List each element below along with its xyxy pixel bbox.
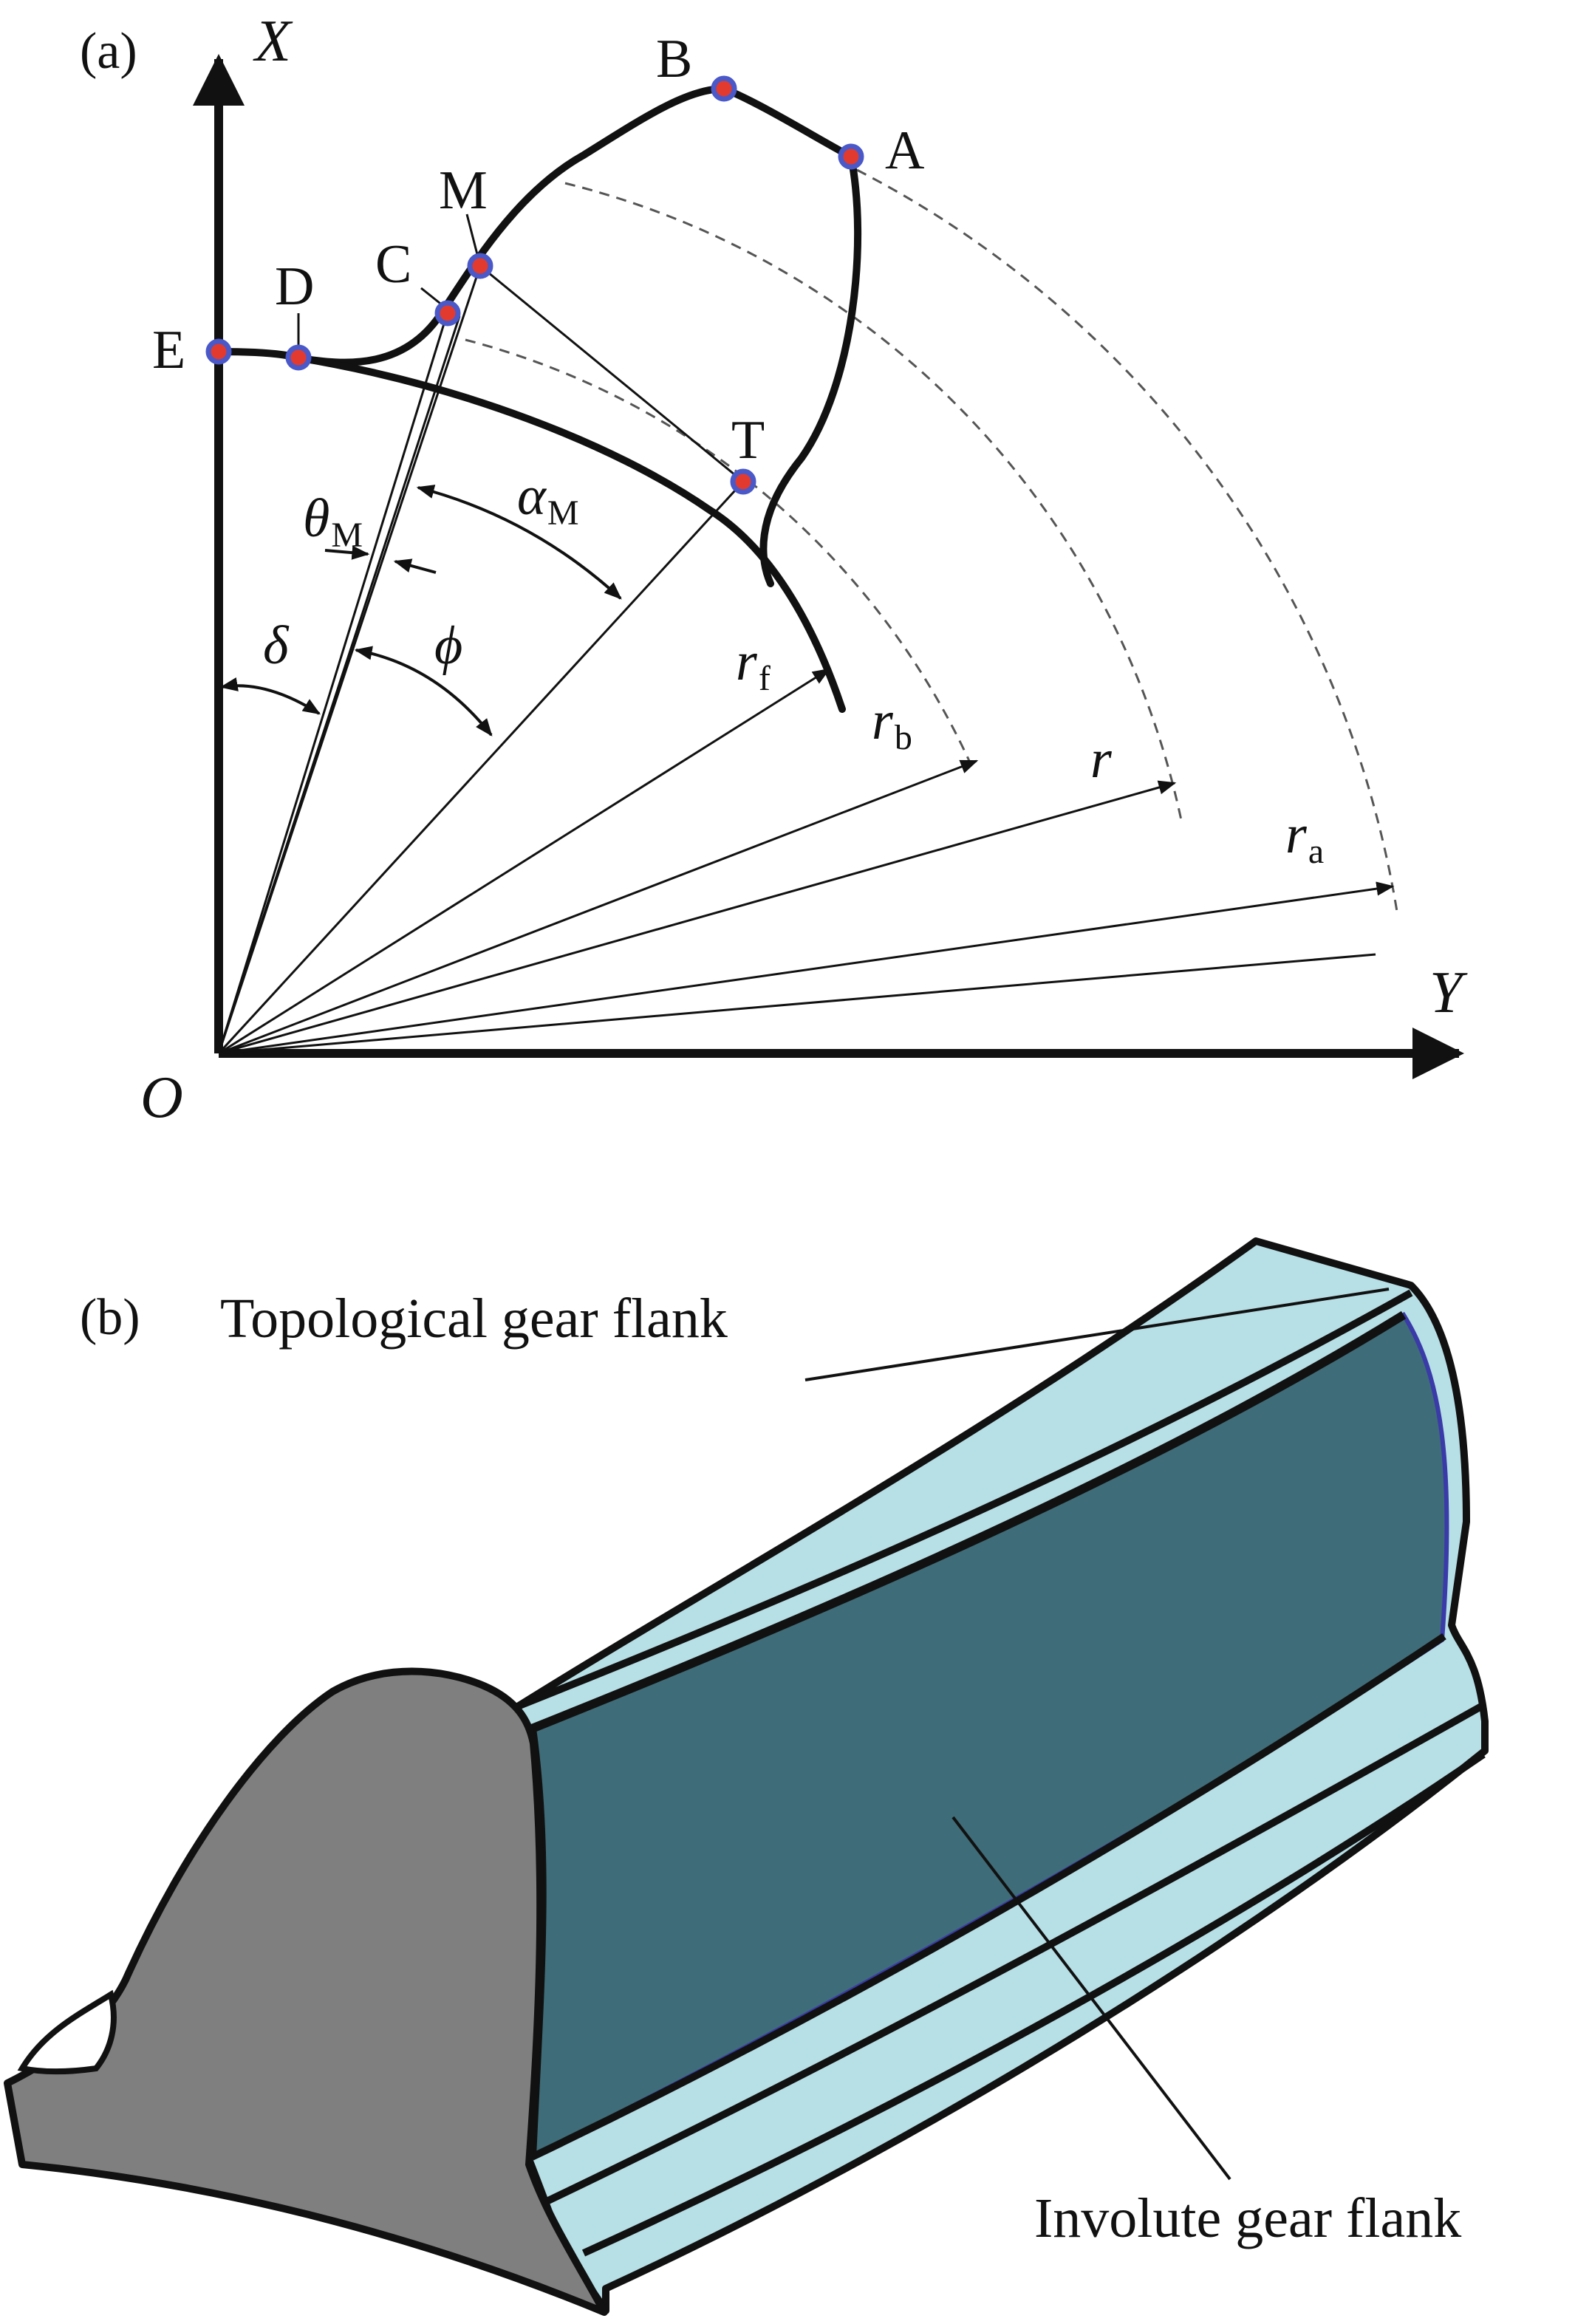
panel-a: (a) X Y O (80, 9, 1468, 1130)
label-c: C (375, 234, 411, 295)
radial-to-t (217, 480, 745, 1055)
delta-label: δ (263, 615, 290, 676)
r-label: r (1090, 729, 1113, 790)
leader-c (420, 287, 444, 307)
label-leaders (297, 213, 480, 347)
root-circle-curve (293, 354, 846, 713)
alpha-arc (416, 485, 622, 600)
base-circle-arc (465, 338, 971, 762)
rf-label: rf (736, 632, 771, 698)
radial-lines (217, 264, 1395, 1055)
phi-arc (354, 646, 493, 736)
tangent-m-t (479, 264, 744, 483)
x-axis-label: X (253, 9, 293, 74)
panel-b-tag: (b) (80, 1289, 140, 1346)
top-front-edge (479, 1289, 1413, 1725)
label-a: A (885, 120, 924, 181)
tip-curve (720, 85, 855, 160)
point-t (730, 468, 756, 495)
radial-rb (218, 759, 979, 1055)
profile-points (205, 75, 864, 495)
theta-label: θM (303, 488, 363, 555)
topological-flank-label: Topological gear flank (220, 1288, 728, 1350)
point-e (205, 338, 232, 365)
leader-topological (804, 1288, 1390, 1381)
addendum-circle-arc (856, 168, 1399, 917)
tooth-profile (215, 85, 862, 713)
angle-markers (219, 485, 622, 736)
theta-arrow-right (393, 558, 437, 574)
radial-low (218, 953, 1376, 1055)
panel-a-tag: (a) (80, 23, 137, 80)
leader-m (465, 213, 480, 261)
label-d: D (275, 256, 314, 317)
point-c (434, 300, 461, 327)
bottom-ledge-1 (530, 1633, 1446, 2161)
alpha-label: αM (517, 466, 579, 533)
radial-rf (218, 668, 831, 1055)
y-axis-label: Y (1429, 960, 1468, 1025)
end-face-notch (17, 1989, 117, 2075)
point-a (838, 143, 864, 170)
tooth-end-face (4, 1667, 608, 2316)
phi-label: ϕ (434, 615, 462, 676)
label-t: T (731, 410, 765, 471)
point-m (467, 253, 493, 279)
panel-b: (b) Topological gear flank Involute gear… (4, 1237, 1489, 2316)
radial-to-m (217, 265, 482, 1054)
flank-top-line (530, 1310, 1407, 1733)
delta-arc (219, 677, 321, 715)
origin-label: O (140, 1065, 183, 1130)
radial-ra (218, 881, 1395, 1055)
label-e: E (152, 320, 185, 380)
radial-to-c-1 (217, 311, 449, 1054)
point-d (285, 344, 312, 371)
label-m: M (439, 160, 488, 221)
involute-flank-label: Involute gear flank (1034, 2187, 1461, 2249)
root-fillet-curve (215, 307, 447, 366)
leader-involute (952, 1816, 1231, 2181)
label-b: B (656, 29, 692, 89)
bottom-ledge-3 (581, 1751, 1486, 2257)
bottom-ledge-2 (544, 1703, 1483, 2205)
right-flank-curve (759, 153, 862, 587)
pitch-circle-arc (564, 182, 1183, 824)
point-b (711, 75, 737, 102)
ra-label: ra (1285, 804, 1324, 871)
dashed-circles (465, 168, 1399, 917)
rb-label: rb (872, 691, 912, 757)
radial-r (218, 780, 1177, 1055)
theta-arrow-left (324, 545, 370, 560)
